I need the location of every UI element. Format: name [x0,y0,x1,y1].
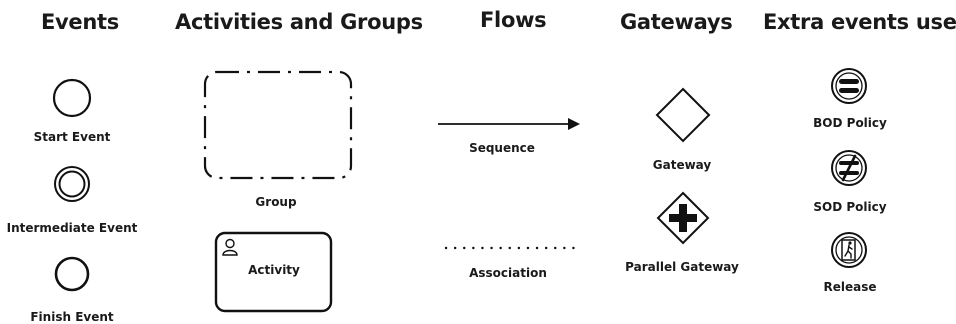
user-icon [222,238,238,256]
release-label: Release [823,280,877,294]
gateways-heading: Gateways [620,10,733,34]
extra-events-heading: Extra events used [763,10,956,34]
activity-shape[interactable] [214,231,334,315]
parallel-gateway-icon [656,191,710,245]
start-event-label: Start Event [33,130,111,144]
bod-policy-icon [831,68,867,104]
start-event-icon [52,78,92,118]
sod-policy-icon [831,150,867,186]
intermediate-event-label: Intermediate Event [6,221,138,235]
flows-heading: Flows [480,8,547,32]
finish-event-icon [54,256,90,292]
activity-label: Activity [248,263,300,277]
group-label: Group [255,195,297,209]
association-flow-line [444,246,582,250]
finish-event-label: Finish Event [30,310,114,324]
parallel-gateway-label: Parallel Gateway [625,260,739,274]
sequence-label: Sequence [469,141,535,155]
group-shape [203,70,353,180]
intermediate-event-icon [54,166,90,202]
sequence-flow-arrow [438,118,580,130]
gateway-icon [655,87,711,143]
activities-heading: Activities and Groups [175,10,423,34]
release-icon [831,232,867,268]
association-label: Association [469,266,547,280]
sod-policy-label: SOD Policy [813,200,887,214]
events-heading: Events [41,10,119,34]
bod-policy-label: BOD Policy [813,116,887,130]
gateway-label: Gateway [652,158,712,172]
